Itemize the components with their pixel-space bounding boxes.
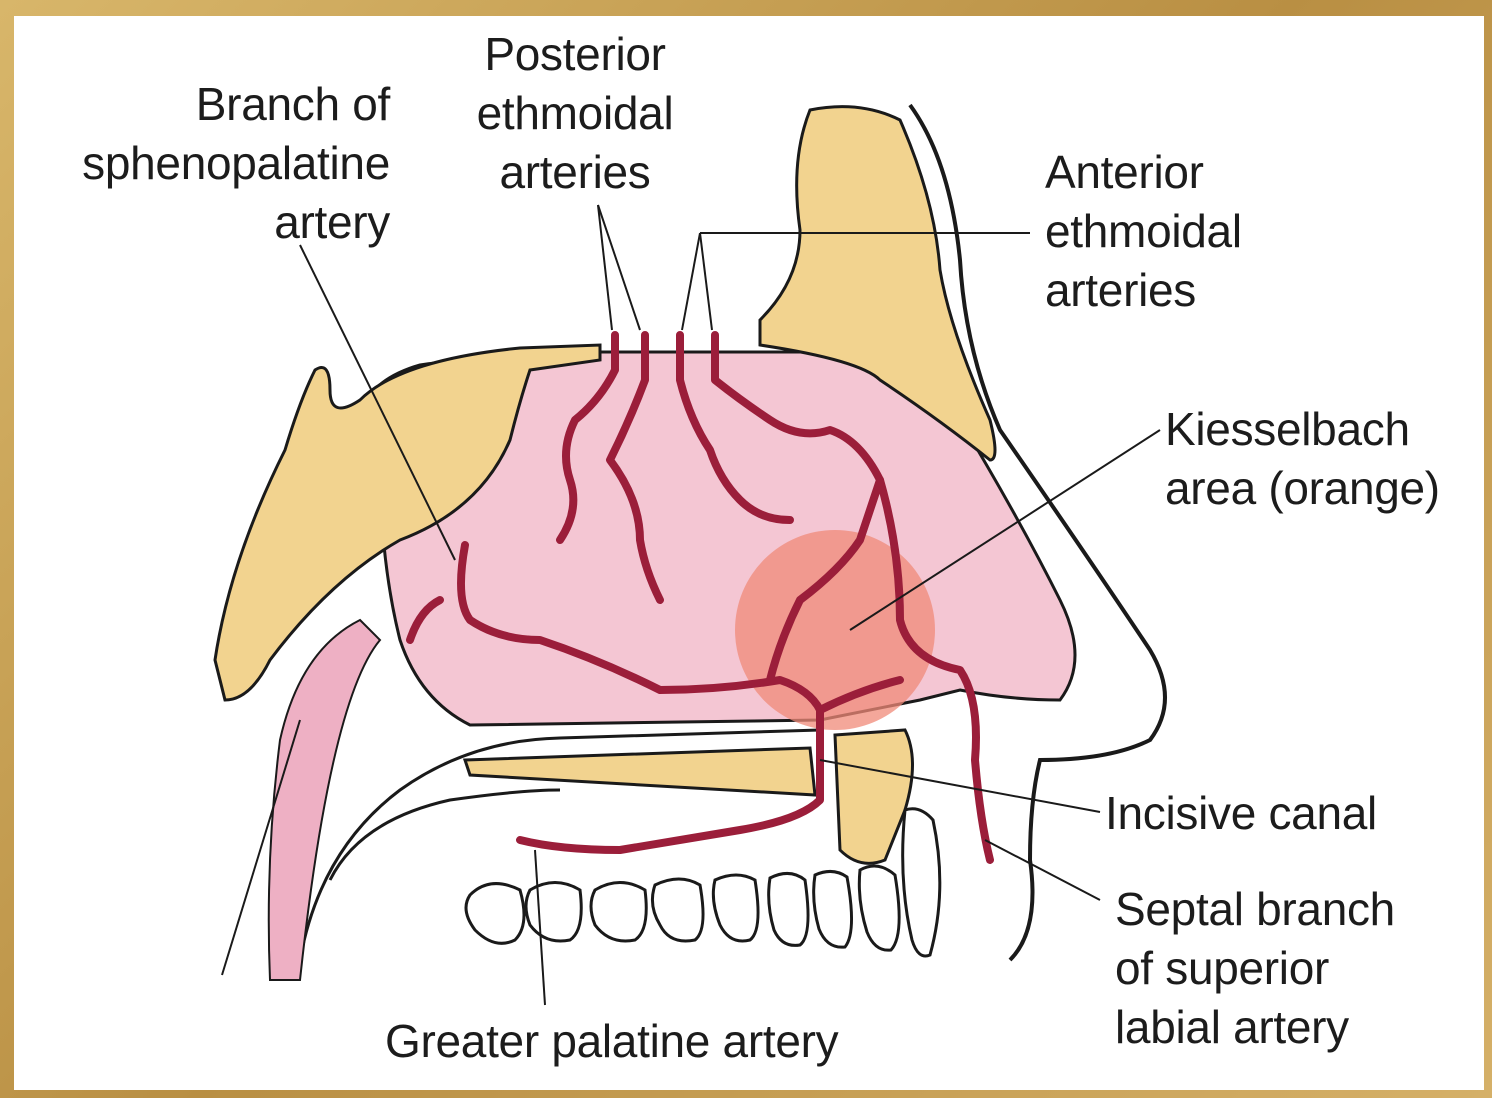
- label-branch-sphenopalatine-artery: Branch of sphenopalatine artery: [30, 75, 390, 252]
- palatine-bone: [465, 748, 815, 795]
- label-septal-branch-superior-labial-artery: Septal branch of superior labial artery: [1115, 880, 1465, 1057]
- label-incisive-canal: Incisive canal: [1105, 784, 1445, 843]
- label-anterior-ethmoidal-arteries: Anterior ethmoidal arteries: [1045, 143, 1345, 320]
- maxilla-bone: [835, 730, 913, 863]
- label-greater-palatine-artery: Greater palatine artery: [385, 1012, 925, 1071]
- label-kiesselbach-area: Kiesselbach area (orange): [1165, 400, 1485, 518]
- label-posterior-ethmoidal-arteries: Posterior ethmoidal arteries: [440, 25, 710, 202]
- pharyngeal-wall: [269, 620, 380, 980]
